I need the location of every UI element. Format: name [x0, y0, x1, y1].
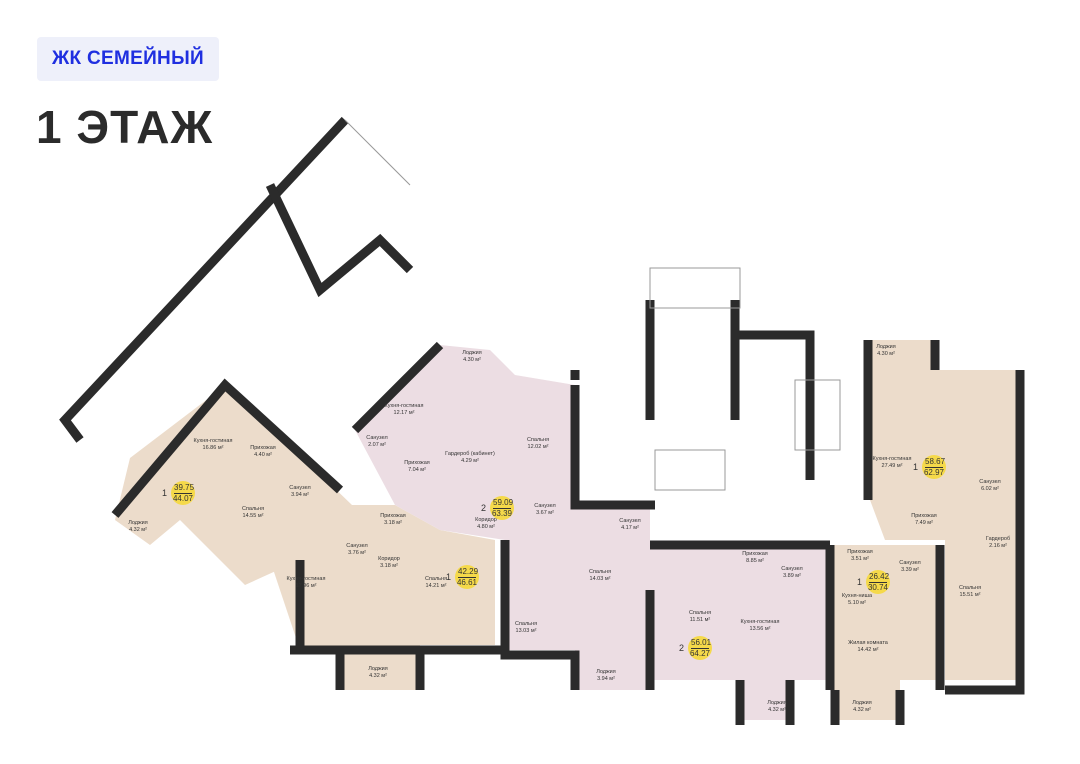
- walls: [59, 116, 1025, 725]
- apartment-5-fill[interactable]: [832, 545, 940, 720]
- room-count: 1: [912, 462, 918, 472]
- room-count: 1: [445, 572, 451, 582]
- apartment-2-fill[interactable]: [270, 505, 495, 690]
- project-name-badge: ЖК СЕМЕЙНЫЙ: [37, 37, 219, 81]
- room-label: Гардероб (кабинет)4.29 м²: [445, 451, 495, 464]
- stairs-and-outlines: [344, 119, 841, 491]
- apartment-3-fill[interactable]: [355, 345, 575, 650]
- apartment-1-fill[interactable]: [115, 388, 352, 585]
- room-count: 2: [480, 503, 486, 513]
- room-count: 2: [678, 643, 684, 653]
- room-count: 1: [161, 488, 167, 498]
- apartment-4-fill[interactable]: [575, 505, 830, 720]
- room-count: 1: [856, 577, 862, 587]
- apartment-6-fill[interactable]: [868, 340, 1020, 680]
- floor-title: 1 ЭТАЖ: [36, 101, 214, 153]
